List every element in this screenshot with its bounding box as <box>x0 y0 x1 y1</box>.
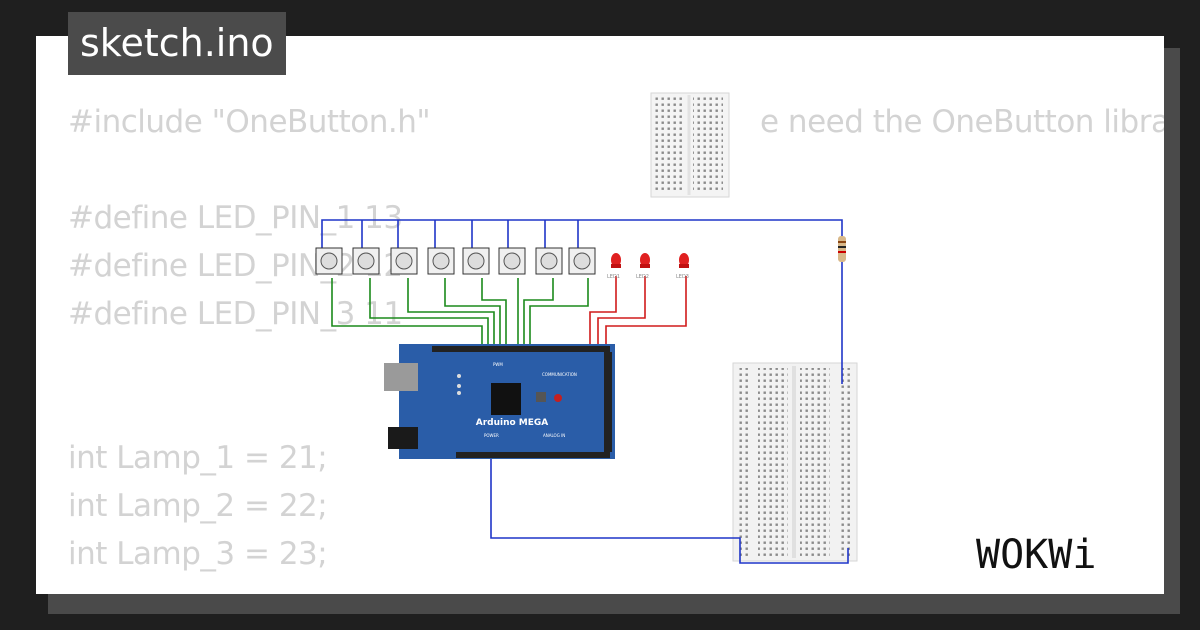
blue-wires <box>321 219 849 564</box>
board-power-label: POWER <box>484 433 499 438</box>
led-2[interactable] <box>640 253 650 268</box>
board-pwm-label: PWM <box>493 362 503 367</box>
arduino-mega-board[interactable]: Arduino MEGA PWM COMMUNICATION POWER ANA… <box>384 344 615 459</box>
green-wires <box>331 278 589 352</box>
board-analog-label: ANALOG IN <box>543 433 565 438</box>
board-label: Arduino MEGA <box>476 418 549 428</box>
pushbutton-6[interactable] <box>498 247 526 275</box>
code-line-include: #include "OneButton.h" <box>68 104 431 140</box>
preview-card: #include "OneButton.h" e need the OneBut… <box>36 36 1164 594</box>
code-line-lamp-1: int Lamp_1 = 21; <box>68 440 328 476</box>
pushbutton-8[interactable] <box>568 247 596 275</box>
board-comm-label: COMMUNICATION <box>542 372 577 377</box>
red-wires <box>589 276 687 352</box>
leds[interactable]: LED1 LED2 LED3 <box>607 253 689 280</box>
code-line-lamp-2: int Lamp_2 = 22; <box>68 488 328 524</box>
led-3-label: LED3 <box>676 274 689 280</box>
pushbutton-3[interactable] <box>390 247 418 275</box>
code-line-define-2: #define LED_PIN_2 12 <box>68 248 403 284</box>
wokwi-logo-text: WOKWi <box>976 532 1096 578</box>
code-comment: e need the OneButton libra <box>760 104 1164 140</box>
led-1-label: LED1 <box>607 274 620 280</box>
sketch-title: sketch.ino <box>68 12 286 75</box>
code-line-lamp-3: int Lamp_3 = 23; <box>68 536 328 572</box>
pushbuttons[interactable] <box>315 247 596 275</box>
half-breadboard[interactable] <box>732 362 858 562</box>
wokwi-logo: WOKWi <box>976 532 1096 578</box>
pushbutton-7[interactable] <box>535 247 563 275</box>
code-line-define-1: #define LED_PIN_1 13 <box>68 200 403 236</box>
led-2-label: LED2 <box>636 274 649 280</box>
led-3[interactable] <box>679 253 689 268</box>
pushbutton-1[interactable] <box>315 247 343 275</box>
mini-breadboard[interactable] <box>650 92 730 198</box>
pushbutton-5[interactable] <box>462 247 490 275</box>
resistor[interactable] <box>838 236 846 262</box>
pushbutton-2[interactable] <box>352 247 380 275</box>
pushbutton-4[interactable] <box>427 247 455 275</box>
led-1[interactable] <box>611 253 621 268</box>
